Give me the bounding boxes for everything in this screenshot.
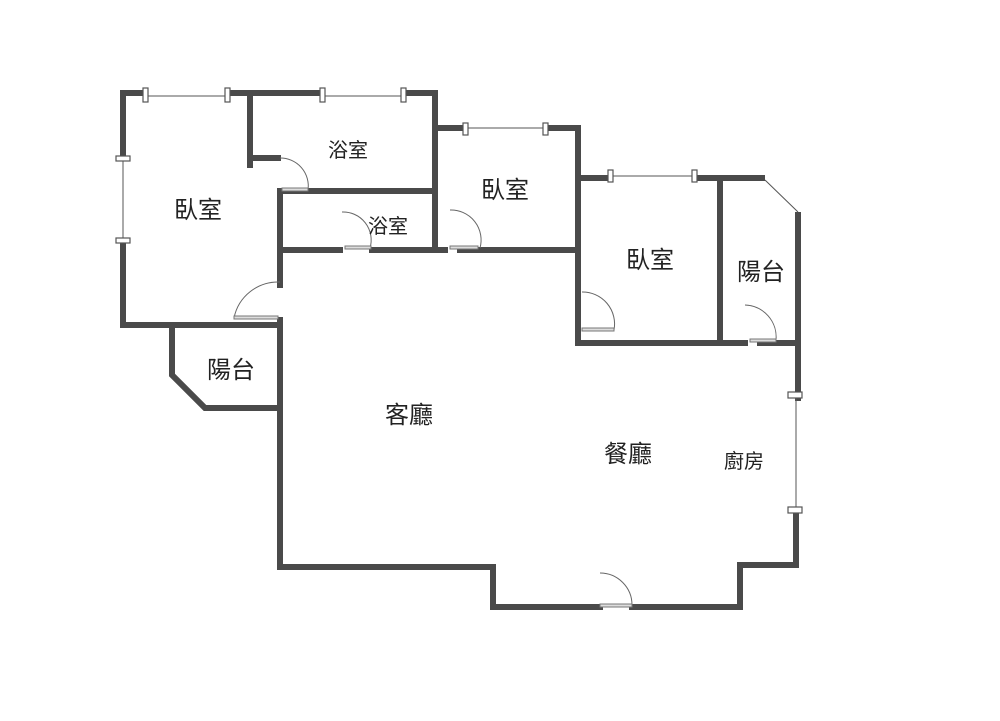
label-bathroom-small: 浴室 bbox=[368, 214, 408, 238]
doors bbox=[233, 157, 777, 608]
label-dining-room: 餐廳 bbox=[604, 440, 652, 468]
windows bbox=[115, 87, 803, 514]
label-bedroom-right: 臥室 bbox=[626, 246, 674, 274]
label-balcony-right: 陽台 bbox=[737, 258, 785, 286]
label-bedroom-left: 臥室 bbox=[174, 196, 222, 224]
label-balcony-left: 陽台 bbox=[207, 356, 255, 384]
label-bedroom-middle: 臥室 bbox=[481, 176, 529, 204]
room-labels: 臥室 浴室 浴室 臥室 臥室 陽台 陽台 客廳 餐廳 廚房 bbox=[174, 138, 785, 473]
label-living-room: 客廳 bbox=[385, 401, 433, 429]
label-kitchen: 廚房 bbox=[724, 449, 764, 473]
walls bbox=[120, 90, 801, 610]
label-bathroom-top: 浴室 bbox=[328, 138, 368, 162]
